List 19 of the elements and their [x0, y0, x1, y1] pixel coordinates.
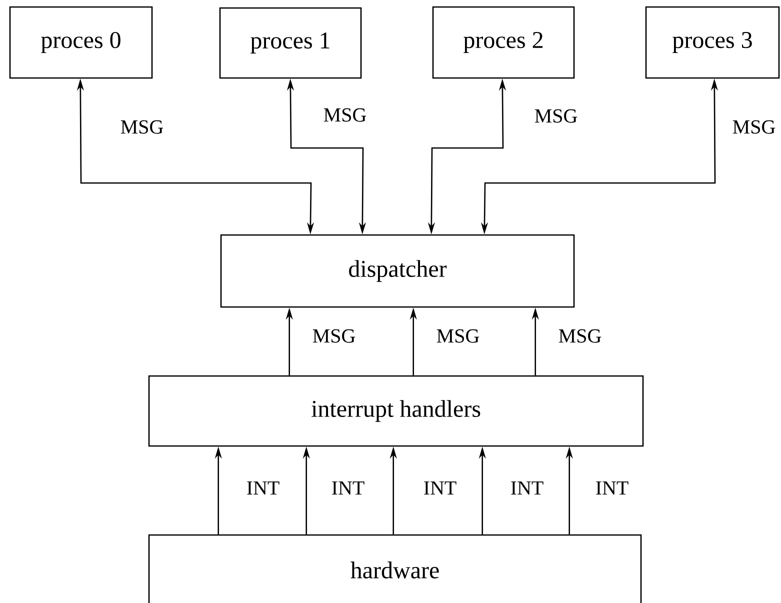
edge-label: MSG — [119, 119, 165, 135]
process-box: proces 0 — [9, 6, 153, 79]
process-box: proces 3 — [645, 6, 780, 79]
edge-label: MSG — [322, 107, 368, 123]
process-box: interrupt handlers — [148, 375, 644, 447]
process-box: hardware — [148, 534, 642, 603]
edge-label: INT — [594, 480, 630, 496]
edge-label: MSG — [533, 108, 579, 124]
process-box: dispatcher — [220, 234, 575, 308]
edge-label: MSG — [435, 328, 481, 344]
process-box: proces 2 — [432, 6, 575, 79]
process-box: proces 1 — [219, 7, 362, 79]
edge-label: INT — [245, 480, 281, 496]
edge-label: INT — [422, 480, 458, 496]
edge-label: MSG — [731, 119, 777, 135]
edge-label: INT — [509, 480, 545, 496]
edge-label: INT — [330, 480, 366, 496]
edge-label: MSG — [311, 328, 357, 344]
edge-label: MSG — [557, 328, 603, 344]
